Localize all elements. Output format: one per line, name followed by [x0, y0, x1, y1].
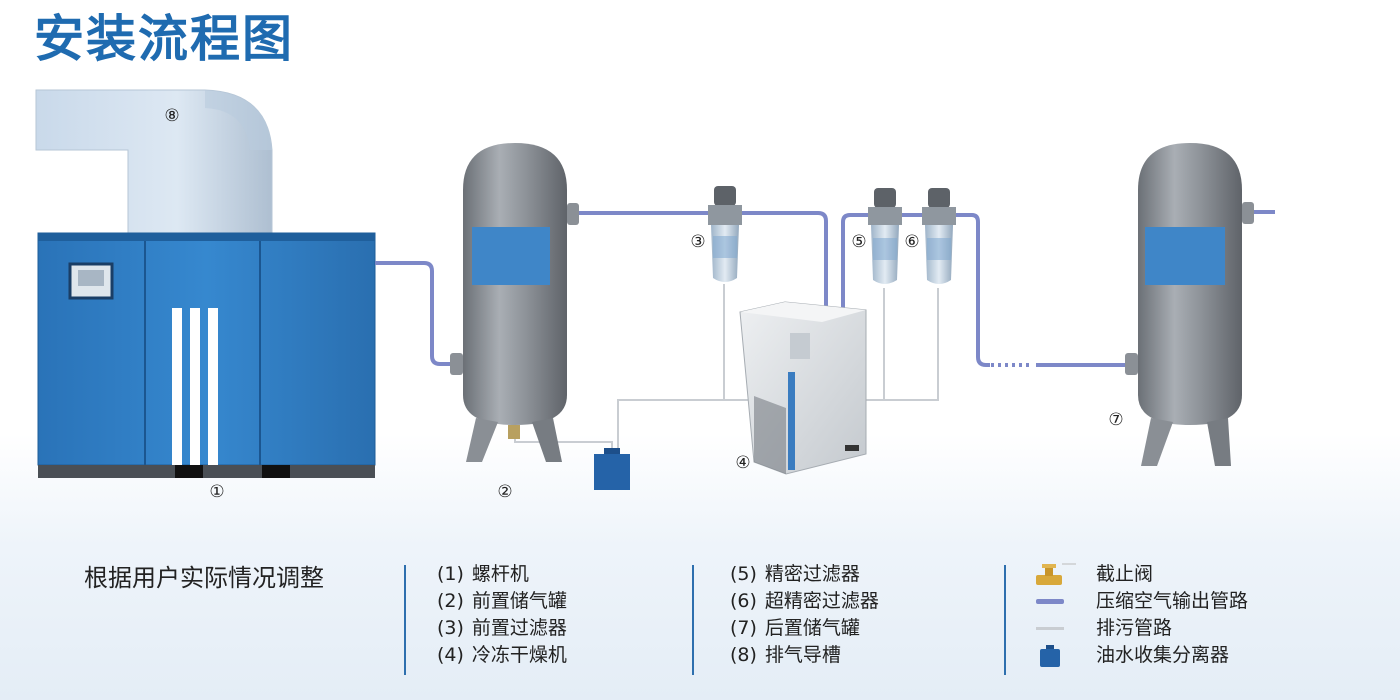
callout-pre-filter: ③ [690, 232, 705, 252]
list-item: (7) 后置储气罐 [730, 615, 879, 642]
rear-air-tank [1125, 143, 1254, 466]
pre-filter [708, 186, 742, 282]
list-item: (6) 超精密过滤器 [730, 588, 879, 615]
components-list-1: (1) 螺杆机 (2) 前置储气罐 (3) 前置过滤器 (4) 冷冻干燥机 [437, 561, 567, 669]
callout-exhaust-duct: ⑧ [164, 106, 179, 126]
list-item: (8) 排气导槽 [730, 642, 879, 669]
item-number: (4) [437, 644, 464, 666]
legend-item: 截止阀 [1036, 561, 1336, 588]
callout-compressor: ① [209, 482, 224, 502]
item-name: 冷冻干燥机 [471, 644, 567, 666]
item-number: (2) [437, 590, 464, 612]
legend-item: 油水收集分离器 [1036, 642, 1336, 669]
list-item: (5) 精密过滤器 [730, 561, 879, 588]
callout-dryer: ④ [735, 453, 750, 473]
item-name: 排气导槽 [764, 644, 841, 666]
control-panel [68, 262, 114, 300]
legend-label: 油水收集分离器 [1096, 644, 1230, 666]
screw-compressor [37, 232, 376, 478]
item-number: (5) [730, 563, 757, 585]
item-name: 超精密过滤器 [764, 590, 879, 612]
ultra-precision-filter [922, 188, 956, 284]
refrigerated-dryer [739, 301, 867, 475]
drain-pipeline [514, 284, 939, 452]
callout-precision-filter: ⑤ [851, 232, 866, 252]
item-name: 前置过滤器 [471, 617, 567, 639]
list-item: (4) 冷冻干燥机 [437, 642, 567, 669]
item-name: 精密过滤器 [764, 563, 860, 585]
drain-pipe-icon [1036, 627, 1064, 630]
pipe-break [990, 362, 1036, 369]
item-name: 后置储气罐 [764, 617, 860, 639]
legend: 截止阀 压缩空气输出管路 排污管路 油水收集分离器 [1036, 561, 1336, 669]
separator-1 [404, 565, 406, 675]
callout-rear-tank: ⑦ [1108, 410, 1123, 430]
oil-water-separator [594, 448, 630, 490]
legend-label: 排污管路 [1096, 617, 1173, 639]
legend-item: 排污管路 [1036, 615, 1336, 642]
item-number: (6) [730, 590, 757, 612]
separator-2 [692, 565, 694, 675]
item-name: 前置储气罐 [471, 590, 567, 612]
callout-front-tank: ② [497, 482, 512, 502]
separator-3 [1004, 565, 1006, 675]
item-number: (3) [437, 617, 464, 639]
item-number: (7) [730, 617, 757, 639]
exhaust-duct [35, 89, 273, 236]
list-item: (2) 前置储气罐 [437, 588, 567, 615]
adjust-note: 根据用户实际情况调整 [84, 564, 324, 592]
item-name: 螺杆机 [471, 563, 529, 585]
item-number: (1) [437, 563, 464, 585]
air-pipeline [375, 210, 1275, 367]
list-item: (3) 前置过滤器 [437, 615, 567, 642]
front-air-tank [450, 143, 579, 462]
page-title: 安装流程图 [34, 10, 294, 68]
callout-ultra-filter: ⑥ [904, 232, 919, 252]
legend-item: 压缩空气输出管路 [1036, 588, 1336, 615]
valve-icon [1036, 563, 1076, 585]
components-list-2: (5) 精密过滤器 (6) 超精密过滤器 (7) 后置储气罐 (8) 排气导槽 [730, 561, 879, 669]
precision-filter [868, 188, 902, 284]
separator-icon [1040, 645, 1060, 667]
installation-diagram: ① ② ③ ④ ⑤ ⑥ ⑦ ⑧ [35, 89, 1275, 502]
item-number: (8) [730, 644, 757, 666]
air-pipe-icon [1036, 599, 1064, 604]
legend-label: 截止阀 [1096, 563, 1154, 585]
legend-label: 压缩空气输出管路 [1096, 590, 1249, 612]
list-item: (1) 螺杆机 [437, 561, 567, 588]
